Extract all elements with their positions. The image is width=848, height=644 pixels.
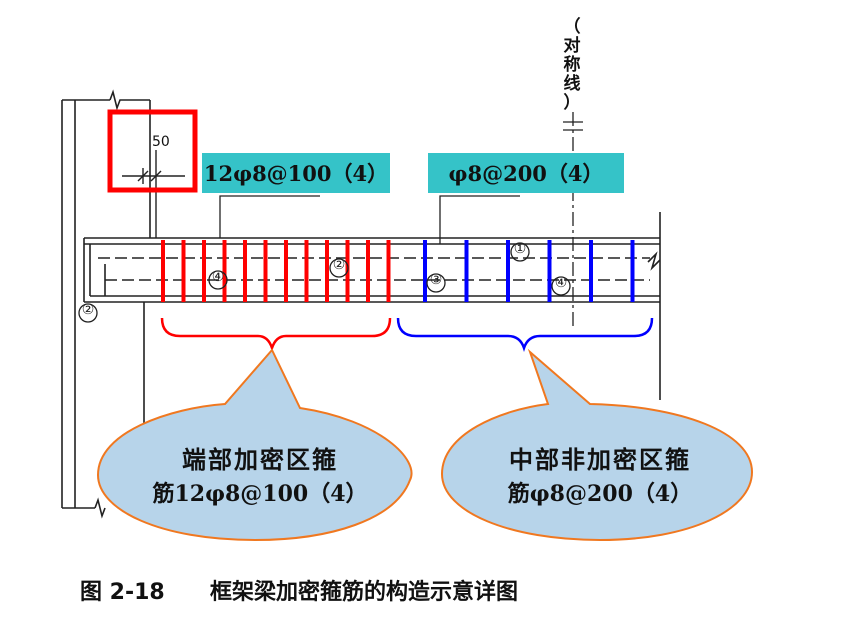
- dimension-marker: [122, 150, 185, 238]
- sparse-stirrups: [423, 240, 635, 302]
- symmetry-label-char: 线: [563, 74, 581, 94]
- mid-zone-callout-line2: 筋φ8@200（4）: [507, 481, 693, 507]
- symmetry-line: [563, 112, 583, 330]
- dimension-label: 50: [152, 134, 170, 150]
- highlight-box: [107, 109, 198, 193]
- figure-title: 框架梁加密箍筋的构造示意详图: [210, 580, 519, 605]
- end-zone-callout-line1: 端部加密区箍: [182, 445, 338, 474]
- bar-3-label: ③: [429, 272, 443, 288]
- figure-caption: 图 2-18 框架梁加密箍筋的构造示意详图: [80, 574, 518, 606]
- end-zone-callout: [96, 348, 413, 542]
- bar-2-center-label: ②: [332, 257, 346, 273]
- end-zone-spec-tag: 12φ8@100（4）: [202, 153, 390, 193]
- mid-zone-spec-tag: φ8@200（4）: [428, 153, 624, 193]
- bar-4-right-label: ④: [554, 275, 568, 291]
- dense-stirrups: [161, 240, 391, 302]
- mid-zone-callout-line1: 中部非加密区箍: [509, 445, 691, 474]
- mid-zone-callout: [440, 348, 754, 542]
- symmetry-label-char: （: [563, 17, 581, 37]
- bar-markers: [78, 242, 571, 323]
- figure-number: 图 2-18: [80, 580, 165, 605]
- leader-lines: [219, 195, 520, 244]
- bar-4-left-label: ④: [211, 269, 225, 285]
- column-outline: [61, 89, 151, 519]
- symmetry-label-char: ）: [563, 93, 581, 113]
- symmetry-line-label: （对称线）: [562, 18, 582, 113]
- dense-zone-brace: [160, 317, 392, 352]
- symmetry-label-char: 称: [563, 55, 581, 75]
- symmetry-label-char: 对: [563, 36, 581, 56]
- bar-2-left-label: ②: [81, 302, 95, 318]
- sparse-zone-brace: [396, 317, 654, 352]
- end-zone-callout-line2: 筋12φ8@100（4）: [152, 481, 368, 507]
- bar-1-label: ①: [513, 241, 527, 257]
